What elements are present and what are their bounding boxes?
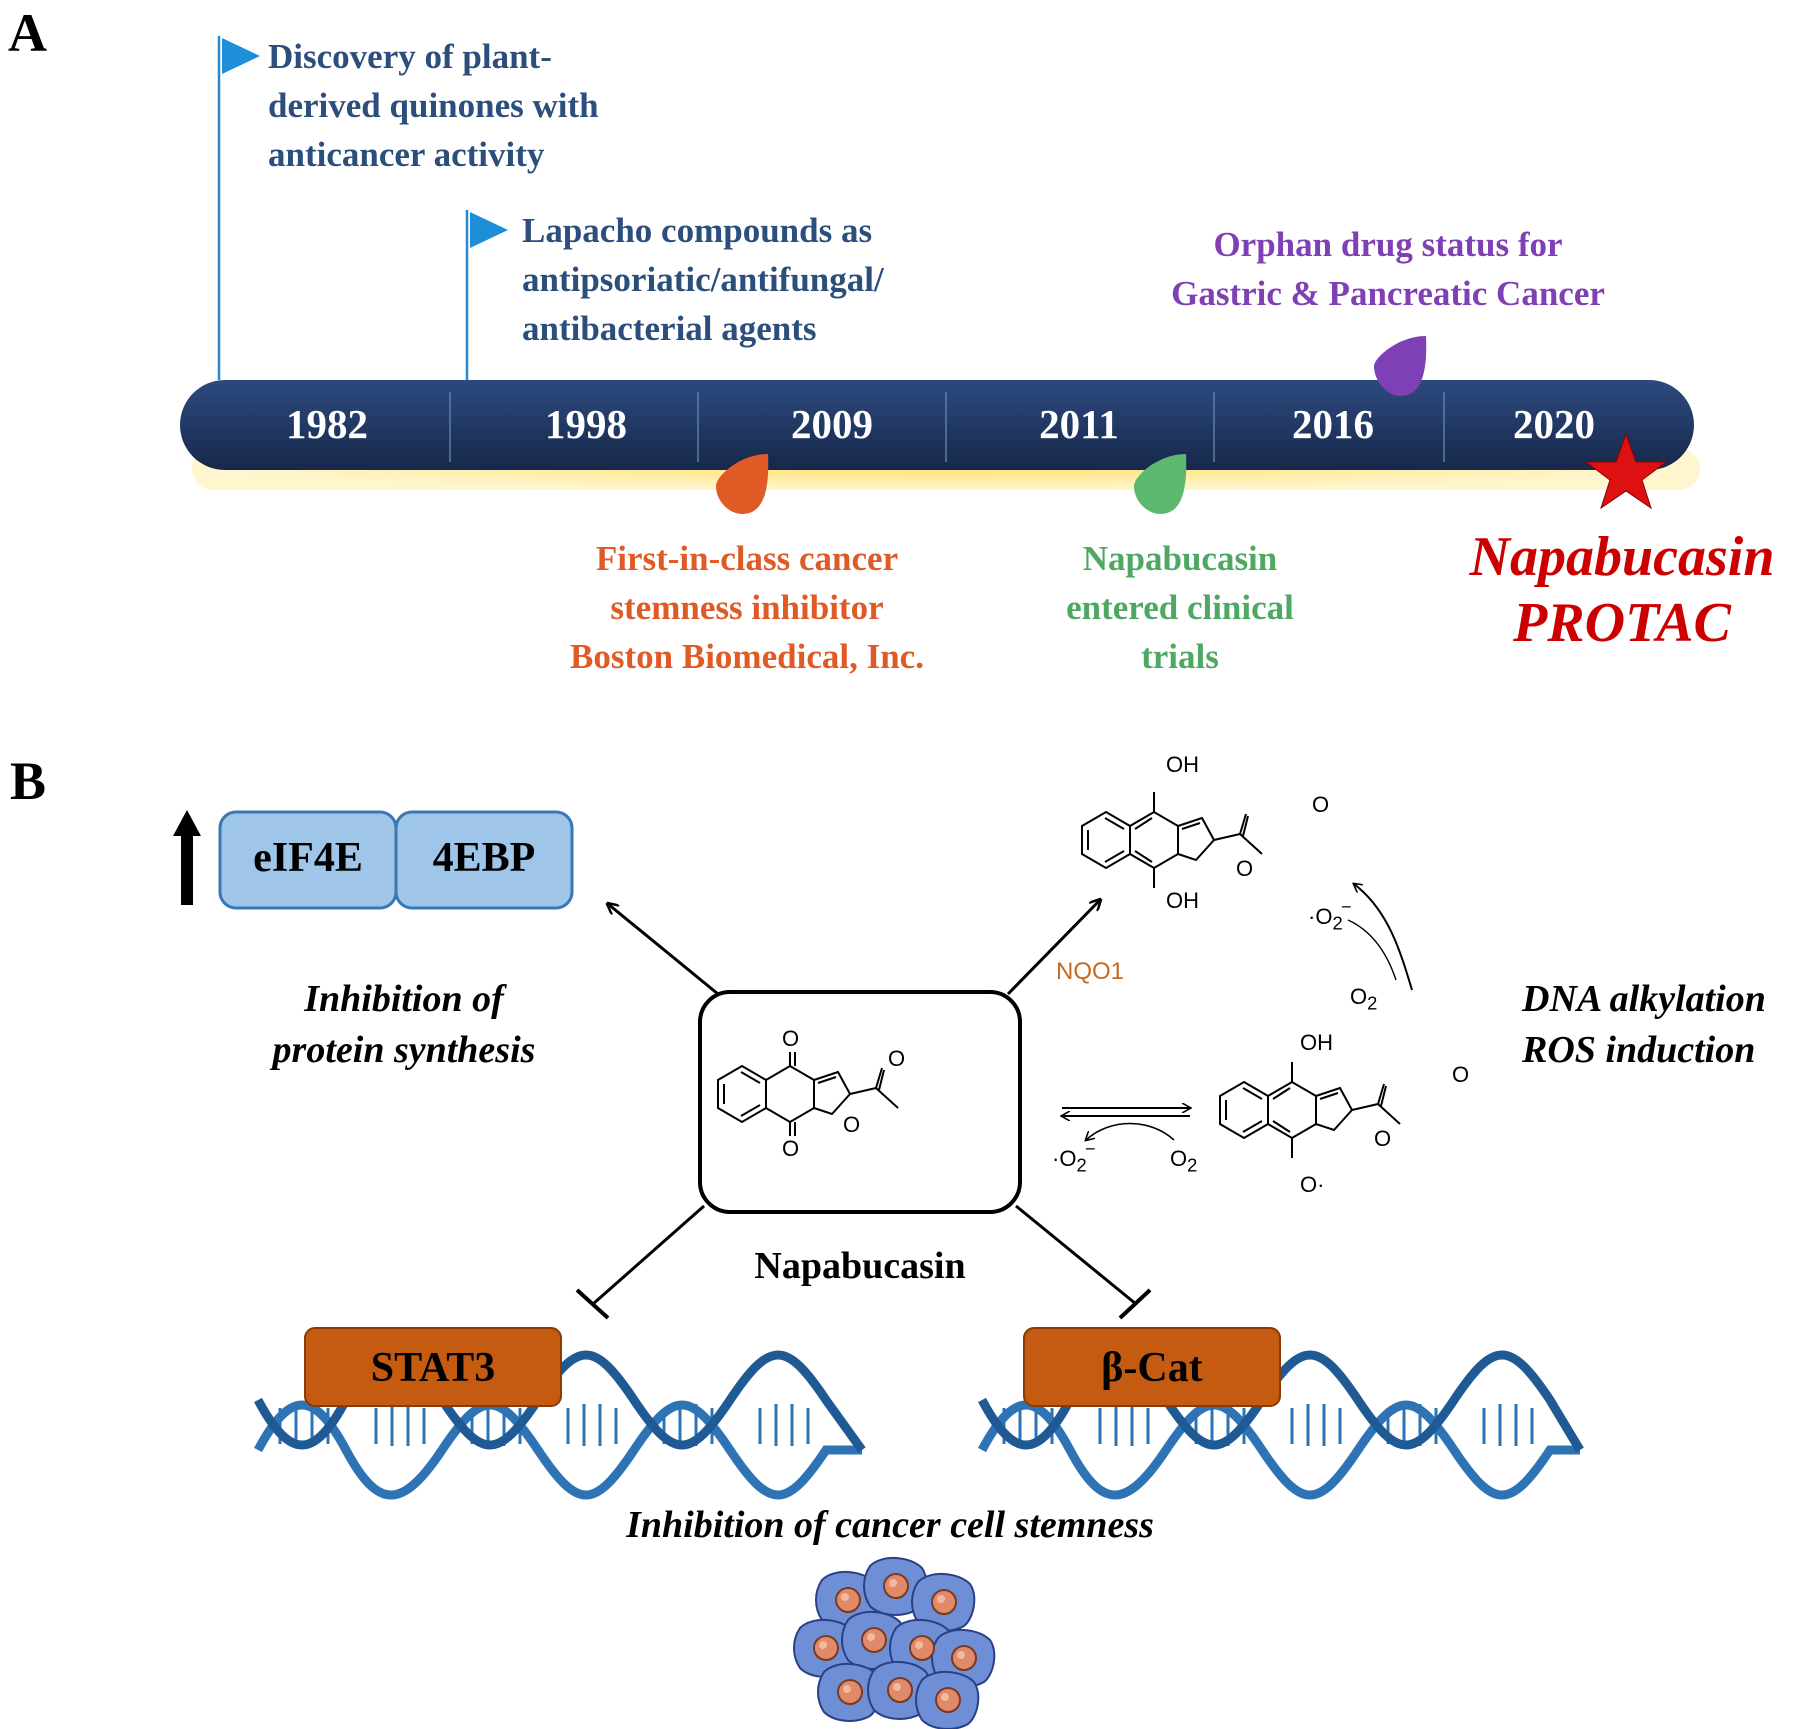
inhibit-stat3 [592, 1204, 705, 1306]
year-2009: 2009 [791, 401, 873, 447]
event-lapacho: Lapacho compounds as antipsoriatic/antif… [522, 211, 884, 348]
atom-o-ketone-2: O [1312, 792, 1330, 817]
year-1998: 1998 [545, 401, 627, 447]
stat3-label: STAT3 [370, 1345, 496, 1391]
inhibit-betacat [1015, 1204, 1137, 1306]
stemness-label: Inhibition of cancer cell stemness [626, 1504, 1154, 1546]
year-1982: 1982 [286, 401, 368, 447]
o2-curve-lower [1086, 1122, 1175, 1141]
flag-icon [222, 38, 260, 74]
cycle-arrow-branch [1347, 919, 1397, 981]
beta-cat-box [1023, 1327, 1281, 1407]
panel-b-label: B [10, 751, 47, 811]
eif4e-label: eIF4E [253, 835, 363, 881]
inhibit-bar-stat3 [575, 1288, 610, 1320]
green-drop-icon [1134, 454, 1187, 514]
event-orphan-drug: Orphan drug status for Gastric & Pancrea… [1171, 225, 1605, 313]
dna-alkylation-label: DNA alkylation ROS induction [1522, 978, 1766, 1071]
timeline-bar [180, 380, 1694, 470]
superoxide-label-top: ·O2‾ [1308, 904, 1350, 934]
o2-label-top: O2 [1350, 984, 1378, 1014]
nqo1-label: NQO1 [1056, 958, 1125, 985]
napabucasin-structure [717, 1052, 899, 1136]
4ebp-box [394, 810, 574, 910]
atom-o-top: O [782, 1026, 800, 1051]
year-2011: 2011 [1039, 401, 1119, 447]
year-2016: 2016 [1292, 401, 1374, 447]
atom-o-radical: O· [1300, 1172, 1325, 1197]
year-2020: 2020 [1513, 401, 1595, 447]
hydroquinone-structure [1081, 792, 1263, 888]
beta-cat-label: β-Cat [1101, 1345, 1203, 1391]
atom-o-furan-3: O [1374, 1126, 1392, 1151]
star-icon [1584, 432, 1668, 510]
arrow-to-complex [608, 904, 719, 996]
semiquinone-structure [1219, 1062, 1401, 1158]
napabucasin-box [698, 990, 1022, 1214]
arrow-to-hydroquinone [1006, 900, 1100, 996]
event-discovery: Discovery of plant- derived quinones wit… [268, 37, 599, 174]
protein-synthesis-label: Inhibition of protein synthesis [272, 978, 536, 1071]
up-arrow-head-icon [173, 810, 201, 836]
atom-o-furan-2: O [1236, 856, 1254, 881]
atom-o-ketone: O [888, 1046, 906, 1071]
stat3-box [304, 1327, 562, 1407]
event-protac: Napabucasin PROTAC [1469, 526, 1775, 654]
event-first-in-class: First-in-class cancer stemness inhibitor… [570, 539, 924, 676]
napabucasin-label: Napabucasin [754, 1245, 966, 1287]
event-clinical-trials: Napabucasin entered clinical trials [1066, 539, 1294, 676]
timeline-dividers [449, 392, 1445, 462]
cycle-arrow [1354, 884, 1413, 991]
4ebp-label: 4EBP [432, 835, 536, 881]
orange-drop-icon [716, 454, 769, 514]
atom-oh-top: OH [1166, 752, 1199, 777]
atom-oh-bottom: OH [1166, 888, 1199, 913]
o2-label-bottom: O2 [1170, 1146, 1198, 1176]
flag-icon [470, 212, 508, 248]
atom-o-furan: O [843, 1112, 861, 1137]
atom-oh-semi: OH [1300, 1030, 1333, 1055]
panel-a-label: A [8, 3, 47, 63]
cancer-cell-cluster-icon [793, 1556, 996, 1729]
atom-o-bottom: O [782, 1136, 800, 1161]
atom-o-ketone-3: O [1452, 1062, 1470, 1087]
inhibit-bar-betacat [1118, 1288, 1152, 1320]
purple-drop-icon [1374, 336, 1427, 396]
superoxide-label-bottom: ·O2‾ [1052, 1146, 1094, 1176]
